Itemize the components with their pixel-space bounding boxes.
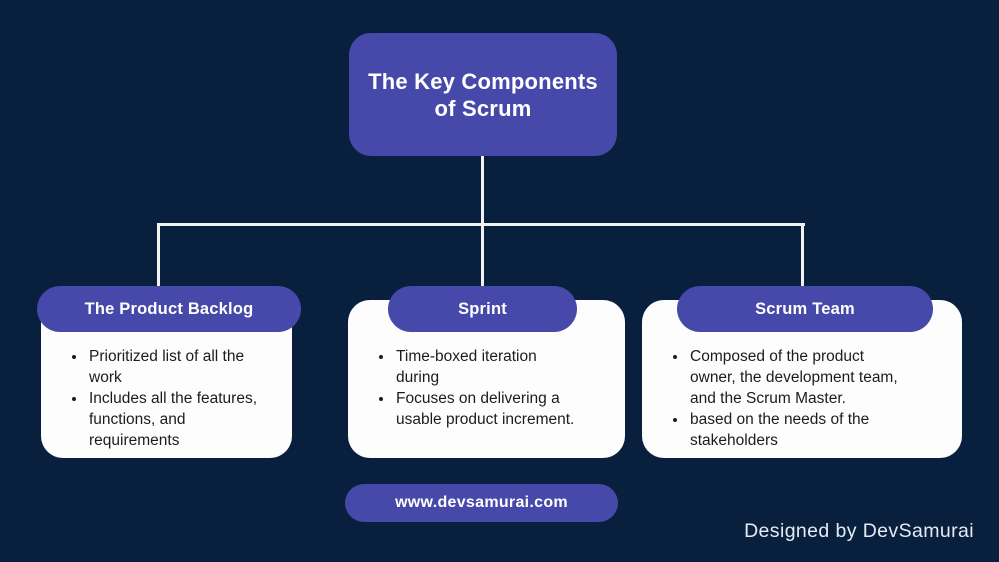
bullet-item: Focuses on delivering a usable product i… <box>394 388 581 430</box>
connector-drop-middle <box>481 223 484 287</box>
connector-drop-left <box>157 223 160 287</box>
card-header-scrum-team: Scrum Team <box>677 286 933 332</box>
bullet-list-product-backlog: Prioritized list of all the work Include… <box>41 300 292 451</box>
connector-trunk <box>481 156 484 225</box>
card-header-sprint: Sprint <box>388 286 577 332</box>
bullet-item: Prioritized list of all the work <box>87 346 280 388</box>
bullet-item: Composed of the product owner, the devel… <box>688 346 900 409</box>
page-title: The Key Components of Scrum <box>368 68 598 121</box>
title-box: The Key Components of Scrum <box>349 33 617 156</box>
card-header-product-backlog: The Product Backlog <box>37 286 301 332</box>
connector-drop-right <box>801 223 804 287</box>
credit-text: Designed by DevSamurai <box>744 520 974 542</box>
bullet-item: Time-boxed iteration during <box>394 346 581 388</box>
website-button[interactable]: www.devsamurai.com <box>345 484 618 522</box>
bullet-item: based on the needs of the stakeholders <box>688 409 900 451</box>
bullet-list-scrum-team: Composed of the product owner, the devel… <box>642 300 962 451</box>
bullet-item: Includes all the features, functions, an… <box>87 388 280 451</box>
bullet-list-sprint: Time-boxed iteration during Focuses on d… <box>348 300 625 430</box>
